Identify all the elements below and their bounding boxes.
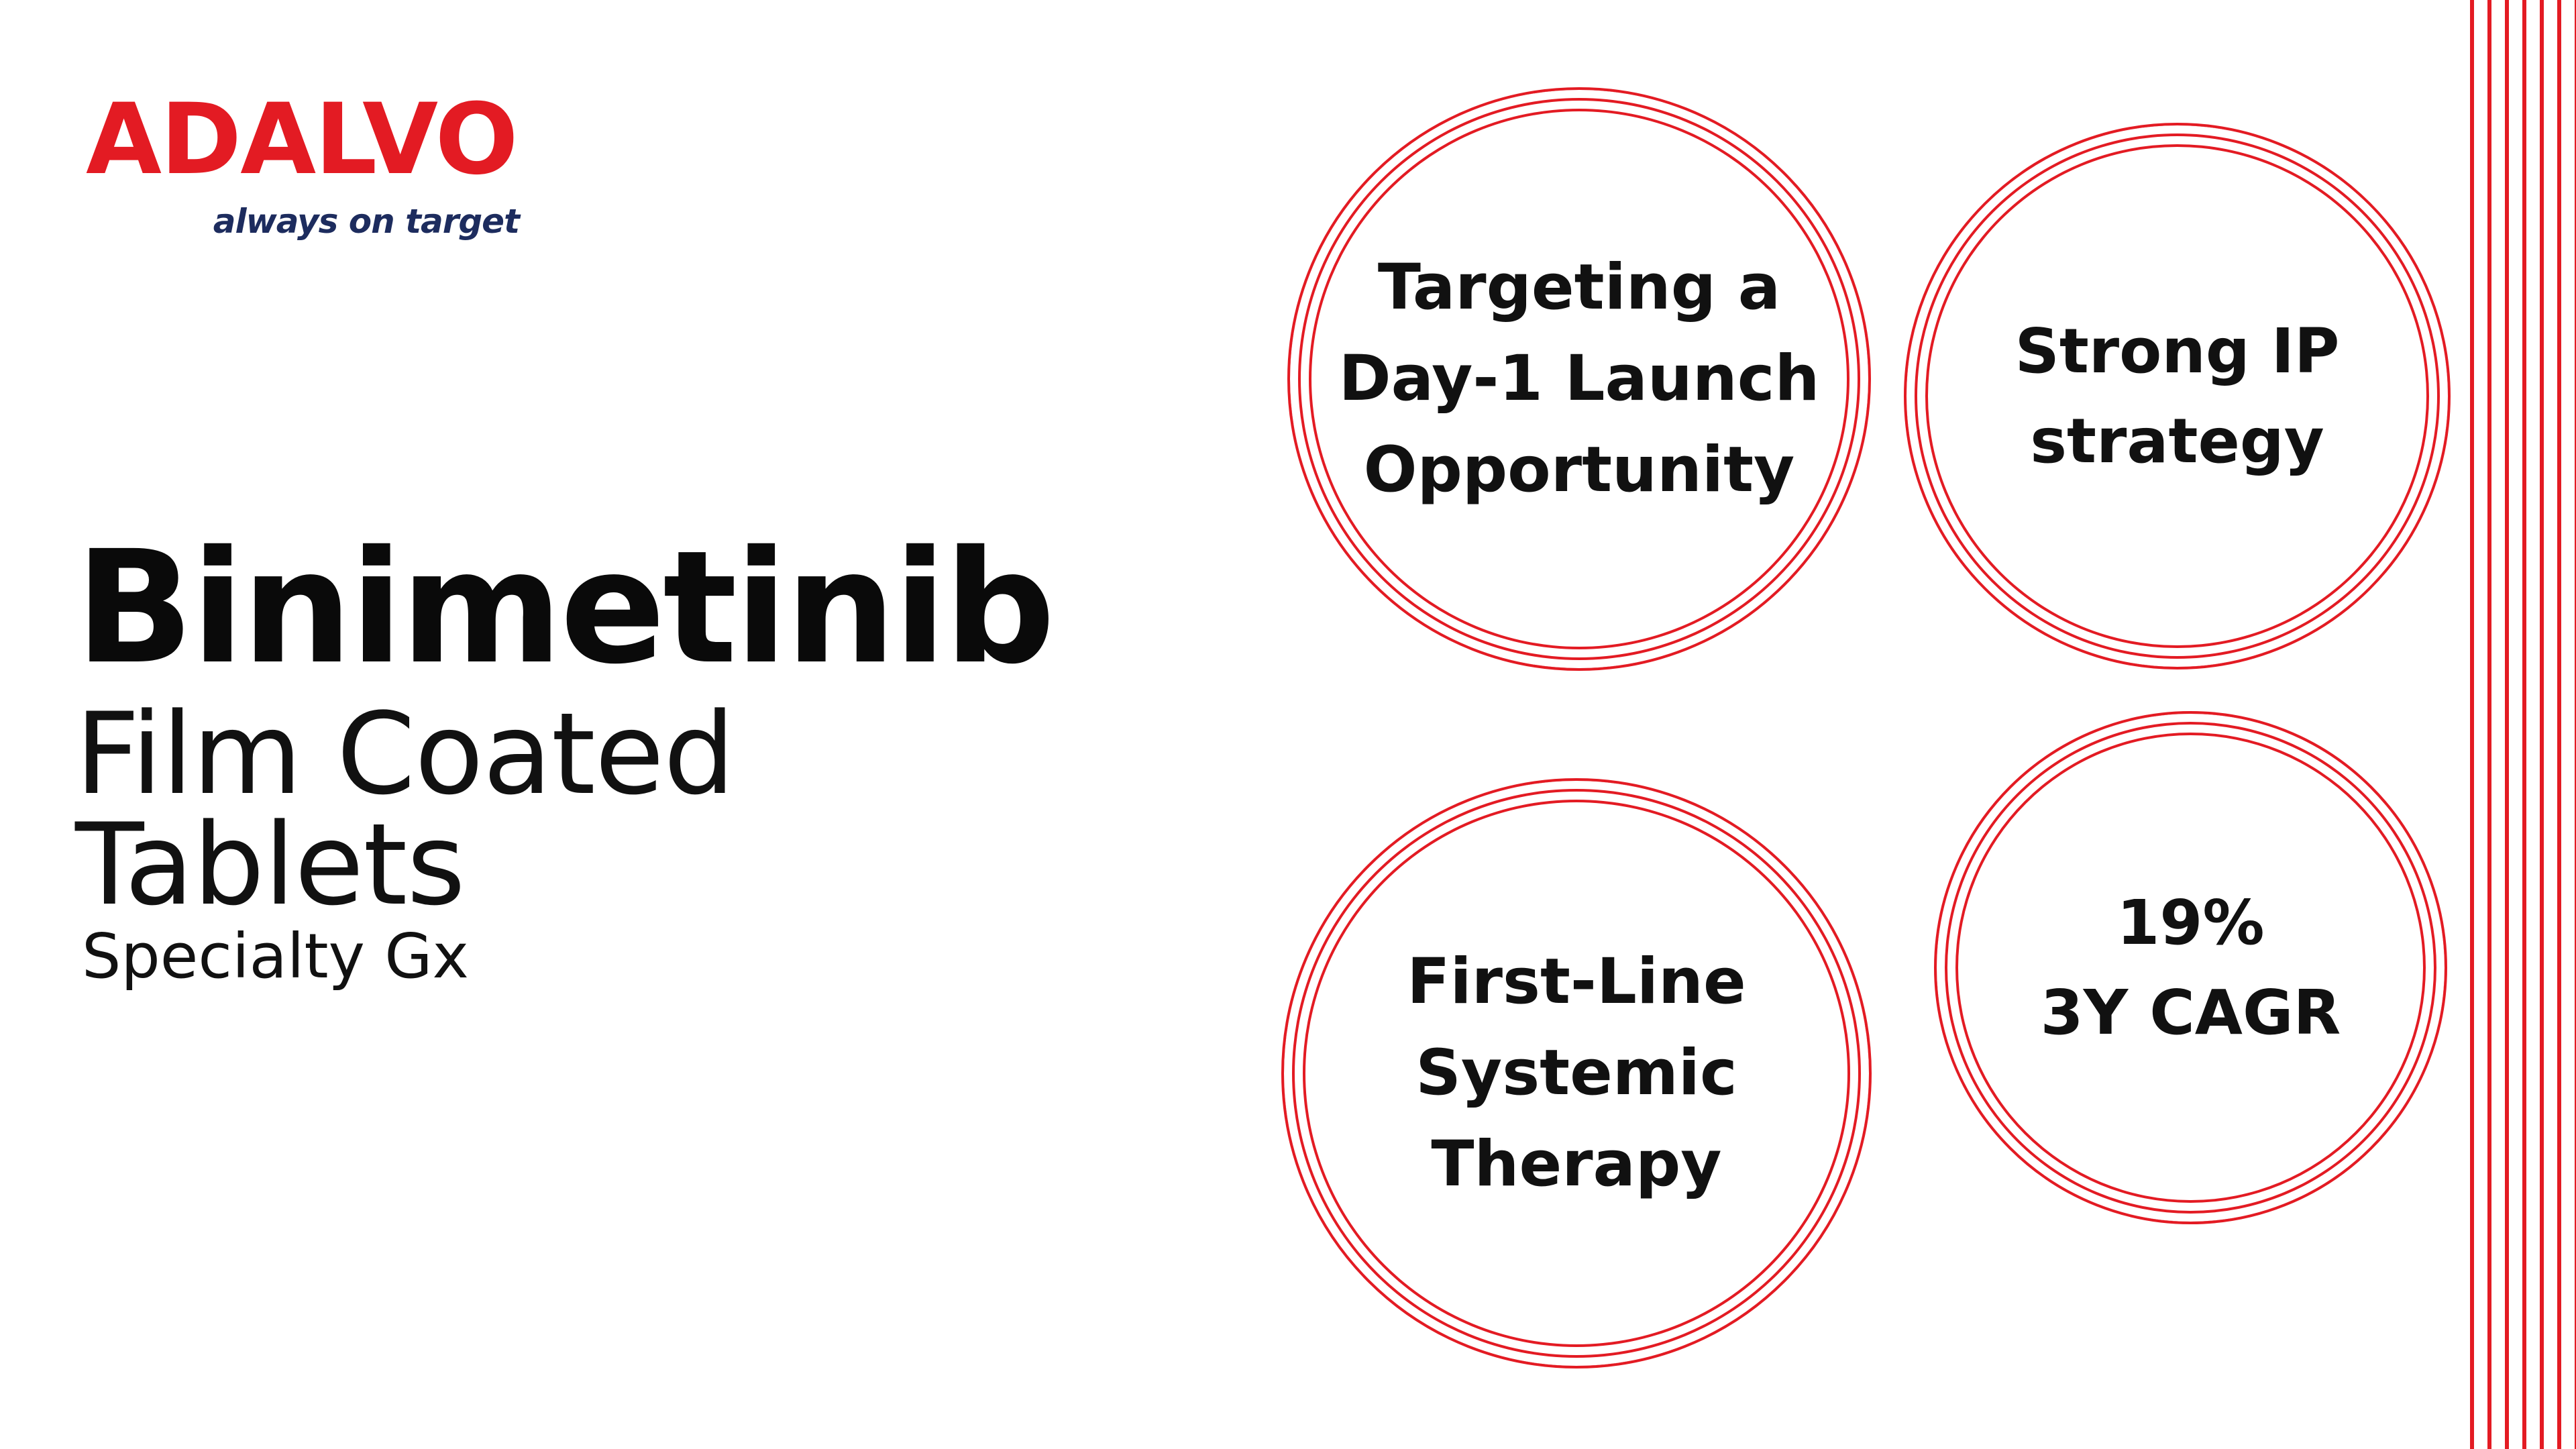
decorative-stripes [2470, 0, 2576, 1449]
highlight-circle-ip-strategy: Strong IP strategy [1904, 123, 2451, 669]
highlight-circle-day1-launch: Targeting a Day-1 Launch Opportunity [1287, 87, 1871, 671]
highlight-text: Strong IP strategy [2015, 315, 2340, 477]
product-category: Specialty Gx [82, 920, 469, 992]
product-form-line-2: Tablets [75, 799, 466, 930]
product-form-line-1: Film Coated [75, 688, 735, 820]
highlight-text: Targeting a Day-1 Launch Opportunity [1338, 250, 1820, 507]
product-name: Binimetinib [75, 517, 1055, 698]
logo-tagline: always on target [213, 202, 520, 241]
logo-wordmark: ADALVO [86, 83, 519, 197]
adalvo-logo: ADALVO always on target [86, 91, 529, 252]
highlight-text: 19% 3Y CAGR [2040, 887, 2341, 1049]
highlight-circle-first-line: First-Line Systemic Therapy [1281, 778, 1872, 1368]
highlight-text: First-Line Systemic Therapy [1407, 945, 1746, 1201]
highlight-circle-cagr: 19% 3Y CAGR [1934, 711, 2447, 1224]
